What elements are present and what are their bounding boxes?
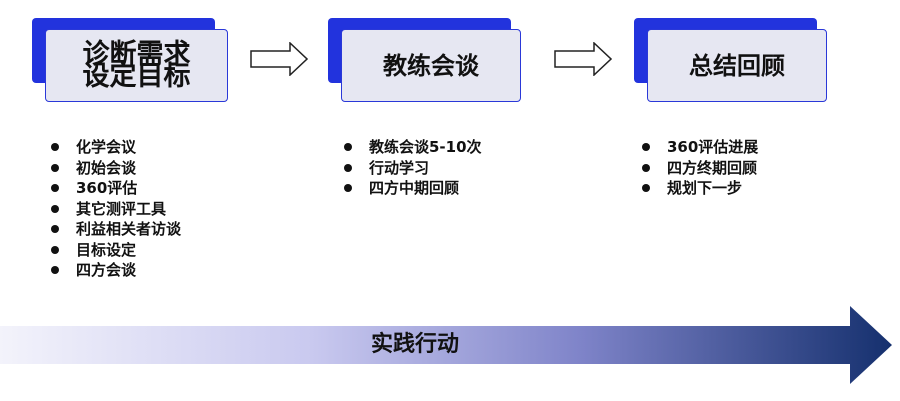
list-item: 目标设定 bbox=[50, 240, 181, 261]
list-item: 四方中期回顾 bbox=[343, 178, 482, 199]
list-item: 四方会谈 bbox=[50, 260, 181, 281]
action-label: 实践行动 bbox=[370, 332, 459, 357]
stage-card: 总结回顾 bbox=[647, 29, 827, 102]
stage-card: 诊断需求 设定目标 bbox=[45, 29, 228, 102]
action-arrow-bar bbox=[0, 306, 892, 384]
list-item: 初始会谈 bbox=[50, 158, 181, 179]
list-item: 其它测评工具 bbox=[50, 199, 181, 220]
stage-review-bullets: 360评估进展 四方终期回顾 规划下一步 bbox=[641, 137, 758, 199]
stage-card: 教练会谈 bbox=[341, 29, 521, 102]
stage-title: 教练会谈 bbox=[383, 51, 479, 80]
list-item: 行动学习 bbox=[343, 158, 482, 179]
list-item: 360评估 bbox=[50, 178, 181, 199]
list-item: 化学会议 bbox=[50, 137, 181, 158]
list-item: 教练会谈5-10次 bbox=[343, 137, 482, 158]
stage-title: 总结回顾 bbox=[689, 51, 785, 80]
list-item: 四方终期回顾 bbox=[641, 158, 758, 179]
stage-title: 诊断需求 设定目标 bbox=[82, 38, 191, 92]
stage-coaching-bullets: 教练会谈5-10次 行动学习 四方中期回顾 bbox=[343, 137, 482, 199]
stage-diagnose-bullets: 化学会议 初始会谈 360评估 其它测评工具 利益相关者访谈 目标设定 四方会谈 bbox=[50, 137, 181, 281]
list-item: 利益相关者访谈 bbox=[50, 219, 181, 240]
right-arrow-icon bbox=[250, 42, 308, 76]
list-item: 360评估进展 bbox=[641, 137, 758, 158]
list-item: 规划下一步 bbox=[641, 178, 758, 199]
right-arrow-icon bbox=[554, 42, 612, 76]
